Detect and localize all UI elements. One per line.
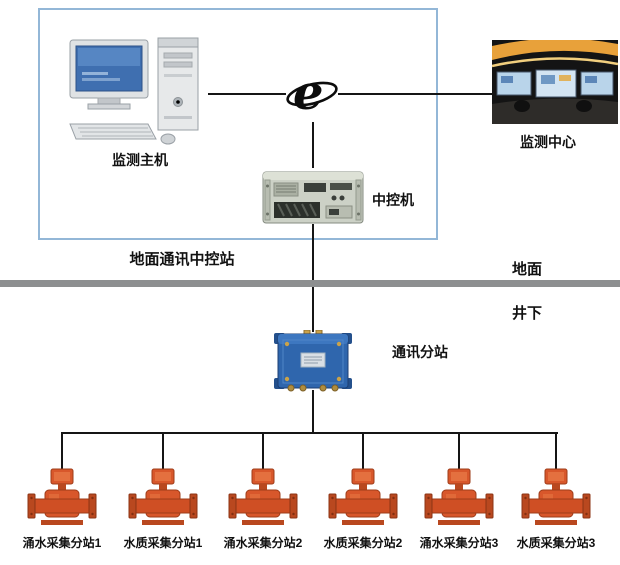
surface-zone-label: 地面 [512,261,543,278]
substation-box-icon [274,330,352,392]
central-control-label: 中控机 [372,192,414,208]
flow-sensor-icon [424,468,494,530]
svg-text:e: e [293,65,324,121]
monitor-center-label: 监测中心 [520,134,576,150]
flow-sensor-icon [328,468,398,530]
rack-server-icon [262,168,364,226]
device-label: 水质采集分站1 [123,536,203,550]
device-label: 水质采集分站3 [516,536,596,550]
wire-internet-server [312,120,314,168]
comm-substation-label: 通讯分站 [392,344,448,360]
flow-sensor-icon [521,468,591,530]
wire-drop-3 [262,432,264,470]
wire-substation-bus [312,390,314,434]
device-label: 涌水采集分站1 [22,536,102,550]
device-label: 水质采集分站2 [323,536,403,550]
underground-zone-label: 井下 [512,305,543,322]
device-label: 涌水采集分站3 [419,536,499,550]
flow-sensor-icon [128,468,198,530]
desktop-computer-icon [62,32,212,150]
monitor-host-label: 监测主机 [112,152,168,168]
wire-internet-center [336,93,492,95]
wire-server-substation [312,224,314,332]
surface-station-group-box [38,8,438,240]
device-label: 涌水采集分站2 [223,536,303,550]
internet-e-icon: e [286,64,338,122]
wire-bus [61,432,558,434]
control-room-photo [492,40,618,124]
wire-drop-1 [61,432,63,470]
wire-host-internet [208,93,288,95]
surface-station-group-label: 地面通讯中控站 [129,251,235,268]
wire-drop-2 [162,432,164,470]
wire-drop-6 [555,432,557,470]
flow-sensor-icon [228,468,298,530]
wire-drop-4 [362,432,364,470]
surface-underground-divider [0,280,620,287]
flow-sensor-icon [27,468,97,530]
wire-drop-5 [458,432,460,470]
